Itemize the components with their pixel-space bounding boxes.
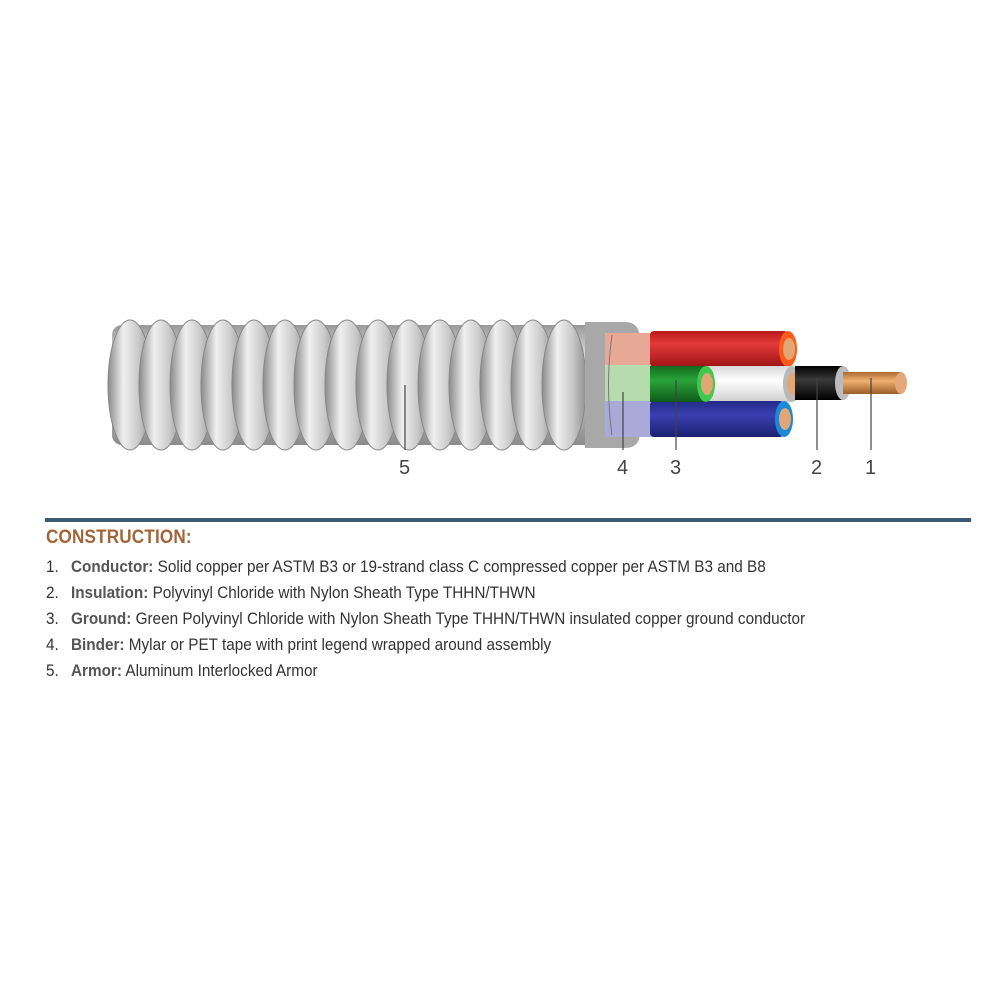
item-number: 2. [46,583,59,602]
section-divider [45,518,971,522]
callout-3: 3 [670,457,681,479]
construction-item-ground: 3. Ground: Green Polyvinyl Chloride with… [46,606,946,632]
item-number: 5. [46,661,59,680]
callout-5: 5 [399,457,410,479]
callout-1: 1 [865,457,876,479]
construction-item-insulation: 2. Insulation: Polyvinyl Chloride with N… [46,580,946,606]
construction-list: 1. Conductor: Solid copper per ASTM B3 o… [46,554,946,684]
item-description: Polyvinyl Chloride with Nylon Sheath Typ… [152,583,536,602]
red-conductor [650,331,797,367]
item-term: Ground: [70,609,132,628]
construction-heading: CONSTRUCTION: [46,527,192,548]
item-description: Aluminum Interlocked Armor [125,661,318,680]
construction-item-binder: 4. Binder: Mylar or PET tape with print … [46,632,946,658]
item-description: Mylar or PET tape with print legend wrap… [128,635,552,654]
armor [107,319,640,451]
item-term: Conductor: [70,557,154,576]
item-number: 1. [46,557,59,576]
item-description: Green Polyvinyl Chloride with Nylon Shea… [135,609,806,628]
copper-conductor [843,372,907,394]
blue-conductor [650,401,793,437]
white-conductor [700,366,801,402]
item-number: 4. [46,635,59,654]
item-description: Solid copper per ASTM B3 or 19-strand cl… [157,557,766,576]
armor-rings [107,319,587,451]
callout-4: 4 [617,457,628,479]
callout-lines [404,378,872,450]
construction-item-conductor: 1. Conductor: Solid copper per ASTM B3 o… [46,554,946,580]
item-term: Insulation: [70,583,149,602]
item-number: 3. [46,609,59,628]
construction-item-armor: 5. Armor: Aluminum Interlocked Armor [46,658,946,684]
item-term: Armor: [70,661,122,680]
insulation [795,366,851,400]
item-term: Binder: [70,635,125,654]
ground-conductor [650,366,715,402]
cable-diagram: 5 4 3 2 1 [107,319,907,479]
callout-2: 2 [811,457,822,479]
